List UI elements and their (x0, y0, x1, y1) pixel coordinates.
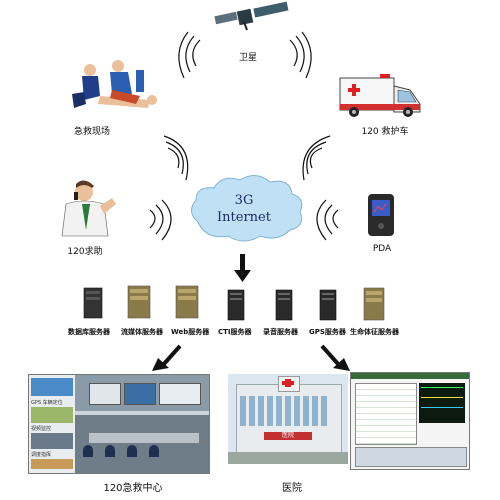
vital-signs-server-icon (363, 287, 385, 321)
scene-signal-waves (163, 135, 189, 181)
hospital-monitor-screen (350, 372, 470, 470)
panel-label-2: 视频监控 (31, 426, 52, 432)
servers-to-hospital-arrow (320, 344, 350, 371)
hospital-building-photo: 医院 (228, 374, 348, 464)
pda-label: PDA (372, 244, 392, 254)
ambulance-icon (339, 74, 421, 117)
caller-person-illustration (61, 180, 116, 237)
server-label-gps: GPS服务器 (309, 328, 346, 336)
satellite-label: 卫星 (238, 53, 257, 63)
pda-device-icon (368, 194, 394, 236)
ambulance-label: 120 救护车 (361, 127, 409, 137)
server-label-web: Web服务器 (171, 328, 210, 336)
cti-server-icon (227, 289, 245, 321)
database-server-icon (83, 287, 103, 319)
cloud-internet-label: Internet (217, 210, 271, 225)
servers-to-center-arrow (152, 344, 182, 371)
internet-cloud (191, 175, 303, 242)
hospital-sign: 医院 (264, 432, 312, 440)
cloud-to-servers-arrow (234, 254, 251, 282)
gps-server-icon (319, 289, 337, 321)
satellite-icon (214, 1, 289, 31)
panel-label-3: 调度指挥 (31, 452, 52, 458)
monitor-panels: GPS 车辆定位 视频监控 调度指挥 (29, 375, 75, 473)
server-label-media: 流媒体服务器 (121, 328, 163, 336)
hospital-label: 医院 (282, 483, 302, 494)
server-icons (83, 285, 385, 321)
server-label-vital-signs: 生命体征服务器 (350, 328, 399, 336)
cloud-3g-label: 3G (234, 193, 254, 208)
emergency-center-photo: GPS 车辆定位 视频监控 调度指挥 (28, 374, 210, 474)
ambulance-signal-waves (302, 135, 331, 181)
server-label-recording: 录音服务器 (263, 328, 298, 336)
satellite-signal-waves (178, 31, 312, 79)
server-label-database: 数据库服务器 (68, 328, 110, 336)
server-label-cti: CTI服务器 (218, 328, 252, 336)
web-server-icon (175, 285, 199, 319)
panel-label-1: GPS 车辆定位 (31, 400, 63, 406)
caller-signal-waves (149, 199, 172, 241)
recording-server-icon (275, 289, 293, 321)
pda-signal-waves (316, 199, 339, 241)
media-server-icon (127, 285, 151, 319)
caller-label: 120求助 (67, 247, 103, 257)
emergency-center-label: 120急救中心 (103, 483, 163, 494)
scene-label: 急救现场 (73, 127, 110, 137)
rescue-scene-illustration (72, 60, 157, 108)
